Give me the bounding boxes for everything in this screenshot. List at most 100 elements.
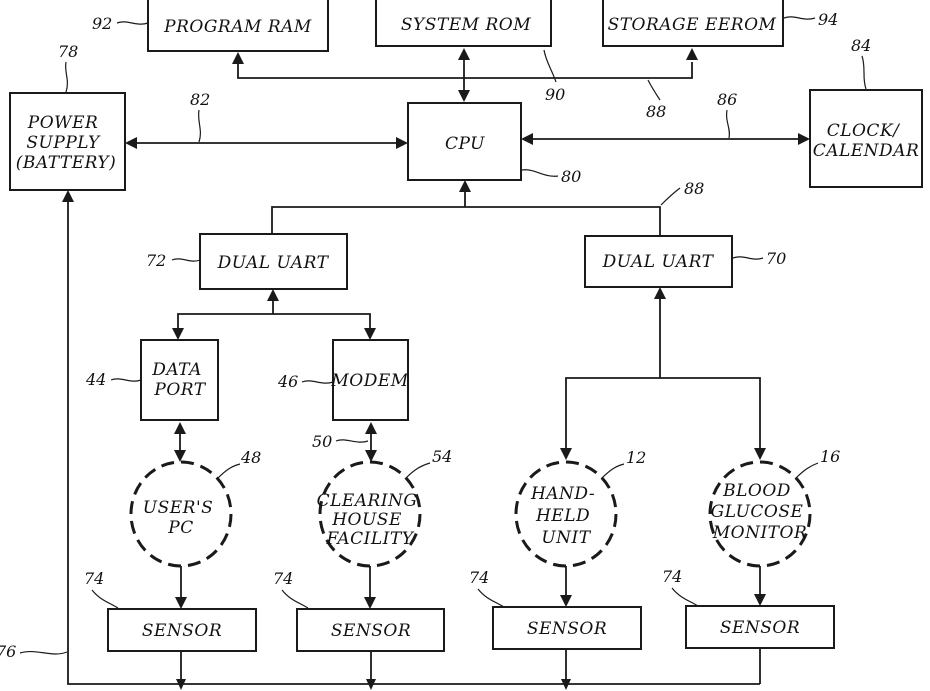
arrow-to-sensor-4	[754, 594, 766, 606]
dual-uart-right-ref: 70	[766, 249, 786, 268]
modem-ref: 46	[277, 372, 298, 391]
data-port-ref: 44	[85, 370, 106, 389]
uart-bus-ref-leader	[661, 188, 680, 205]
arrow-to-modem-up	[365, 422, 377, 434]
arrow-to-cpu-right	[521, 133, 533, 145]
sensor-1-ref: 74	[84, 569, 104, 588]
hand-held-line-2: HELD	[535, 506, 590, 526]
clock-link-ref-leader	[727, 110, 730, 138]
clock-calendar-ref-leader	[862, 56, 866, 89]
dual-uart-right-label: DUAL UART	[602, 252, 715, 272]
arrow-rom-to-cpu	[458, 90, 470, 102]
arrow-to-cpu-left	[396, 137, 408, 149]
power-supply-line-1: POWER	[27, 113, 99, 133]
users-pc-line-1: USER'S	[143, 498, 214, 518]
dual-uart-left-ref-leader	[172, 259, 200, 261]
arrow-to-sensor-2	[364, 597, 376, 609]
uart-bus-ref: 88	[684, 179, 704, 198]
users-pc-line-2: PC	[167, 518, 193, 538]
arrow-to-sensor-1	[175, 597, 187, 609]
clearing-house-line-1: CLEARING	[317, 491, 418, 511]
arrow-to-users-pc	[174, 450, 186, 462]
clock-calendar-ref: 84	[851, 36, 871, 55]
memory-bus-ref: 88	[646, 102, 666, 121]
system-rom-ref: 90	[545, 85, 565, 104]
power-link-ref-leader	[199, 110, 201, 142]
modem-link-ref: 50	[312, 432, 332, 451]
uart-left-split	[178, 314, 370, 330]
storage-eerom-ref-leader	[784, 17, 815, 19]
data-port-line-1: DATA	[151, 360, 202, 380]
uart-right-split	[566, 378, 760, 450]
power-supply-line-2: SUPPLY	[26, 133, 101, 153]
program-ram-label: PROGRAM RAM	[163, 17, 312, 37]
memory-bus-line	[238, 62, 692, 78]
clearing-house-line-3: FACILITY	[326, 529, 415, 549]
power-link-ref: 82	[190, 90, 210, 109]
data-port-line-2: PORT	[153, 380, 206, 400]
clock-calendar-line-2: CALENDAR	[813, 141, 920, 161]
arrow-to-system-rom	[458, 48, 470, 60]
uart-bus-line	[272, 207, 660, 236]
glucose-monitor-ref-leader	[796, 463, 818, 478]
storage-eerom-label: STORAGE EEROM	[608, 15, 777, 35]
hand-held-label: HAND- HELD UNIT	[530, 484, 601, 548]
arrow-to-data-port-up	[174, 422, 186, 434]
arrow-to-sensor-3	[560, 595, 572, 607]
memory-bus-ref-leader	[648, 80, 660, 100]
sensor-2-ref-leader	[282, 590, 308, 608]
sensor-2-label: SENSOR	[331, 621, 411, 641]
users-pc-ref-leader	[218, 464, 240, 478]
arrow-to-power-supply	[62, 190, 74, 202]
arrow-to-storage-eerom	[686, 48, 698, 60]
arrow-to-program-ram	[232, 52, 244, 64]
sensor-3-ref: 74	[469, 568, 489, 587]
arrow-to-clock	[798, 133, 810, 145]
glucose-monitor-line-3: MONITOR	[712, 523, 808, 543]
modem-ref-leader	[302, 381, 333, 383]
system-rom-label: SYSTEM ROM	[401, 15, 531, 35]
modem-link-ref-leader	[336, 440, 368, 442]
clearing-house-line-2: HOUSE	[331, 510, 402, 530]
arrow-to-hand-held	[560, 448, 572, 460]
arrow-to-glucose-monitor	[754, 448, 766, 460]
clock-link-ref: 86	[717, 90, 737, 109]
sensor-1-ref-leader	[92, 590, 118, 608]
glucose-monitor-line-2: GLUCOSE	[711, 502, 804, 522]
dual-uart-left-ref: 72	[146, 251, 166, 270]
glucose-monitor-ref: 16	[820, 447, 840, 466]
power-return-ref-leader	[20, 652, 67, 654]
clearing-house-ref: 54	[432, 447, 452, 466]
clearing-house-label: CLEARING HOUSE FACILITY	[317, 491, 424, 549]
arrow-to-uart-left	[267, 289, 279, 301]
users-pc-ref: 48	[240, 448, 261, 467]
arrow-bus-to-cpu	[459, 180, 471, 192]
power-supply-ref: 78	[58, 42, 78, 61]
power-supply-line-3: (BATTERY)	[16, 153, 117, 173]
cpu-ref-leader	[522, 170, 558, 177]
modem-label: MODEM	[330, 371, 408, 391]
hand-held-line-3: UNIT	[541, 528, 591, 548]
sensor-4-ref: 74	[662, 567, 682, 586]
glucose-monitor-label: BLOOD GLUCOSE MONITOR	[711, 481, 810, 543]
dual-uart-right-ref-leader	[733, 257, 763, 259]
hand-held-ref-leader	[602, 464, 624, 478]
sensor-3-ref-leader	[478, 589, 504, 607]
clock-calendar-line-1: CLOCK/	[827, 121, 901, 141]
power-supply-label: POWER SUPPLY (BATTERY)	[16, 113, 117, 173]
sensor-4-ref-leader	[672, 588, 698, 606]
storage-eerom-ref: 94	[818, 10, 838, 29]
arrow-to-clearing-house	[365, 450, 377, 462]
cpu-label: CPU	[445, 134, 485, 154]
sensor-1-label: SENSOR	[142, 621, 222, 641]
data-port-ref-leader	[111, 379, 141, 381]
power-supply-ref-leader	[66, 62, 68, 92]
arrow-to-modem	[364, 328, 376, 340]
sensor-4-label: SENSOR	[720, 618, 800, 638]
cpu-ref: 80	[561, 167, 581, 186]
hand-held-ref: 12	[626, 448, 646, 467]
data-port-label: DATA PORT	[151, 360, 208, 400]
glucose-monitor-line-1: BLOOD	[722, 481, 791, 501]
arrow-to-power	[125, 137, 137, 149]
